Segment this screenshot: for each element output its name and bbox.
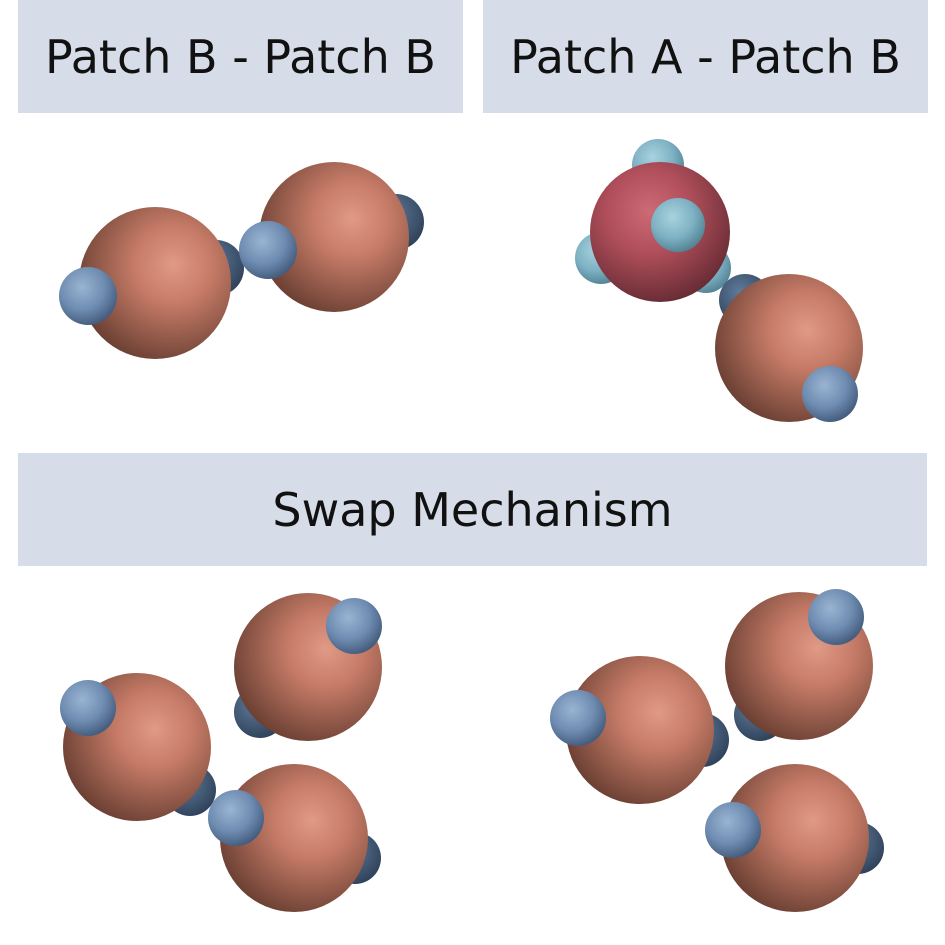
title-patch-a-patch-b: Patch A - Patch B [483, 0, 928, 113]
title-patch-b-patch-b: Patch B - Patch B [18, 0, 463, 113]
particle-b [721, 764, 869, 912]
patch-b [802, 366, 858, 422]
patch-b [208, 790, 264, 846]
particle-b [79, 207, 231, 359]
patch-b [705, 802, 761, 858]
patch-b [60, 680, 116, 736]
panel-swap-left [60, 593, 382, 912]
patch-b [326, 598, 382, 654]
particle-b [566, 656, 714, 804]
patch-a [651, 198, 705, 252]
panel-ab [575, 139, 863, 422]
panel-swap-right [550, 589, 884, 912]
title-swap-mechanism: Swap Mechanism [18, 453, 927, 566]
patch-b [59, 267, 117, 325]
patch-b [239, 221, 297, 279]
panel-bb [59, 162, 424, 359]
patch-b [808, 589, 864, 645]
patch-b [550, 690, 606, 746]
particle-b [259, 162, 409, 312]
